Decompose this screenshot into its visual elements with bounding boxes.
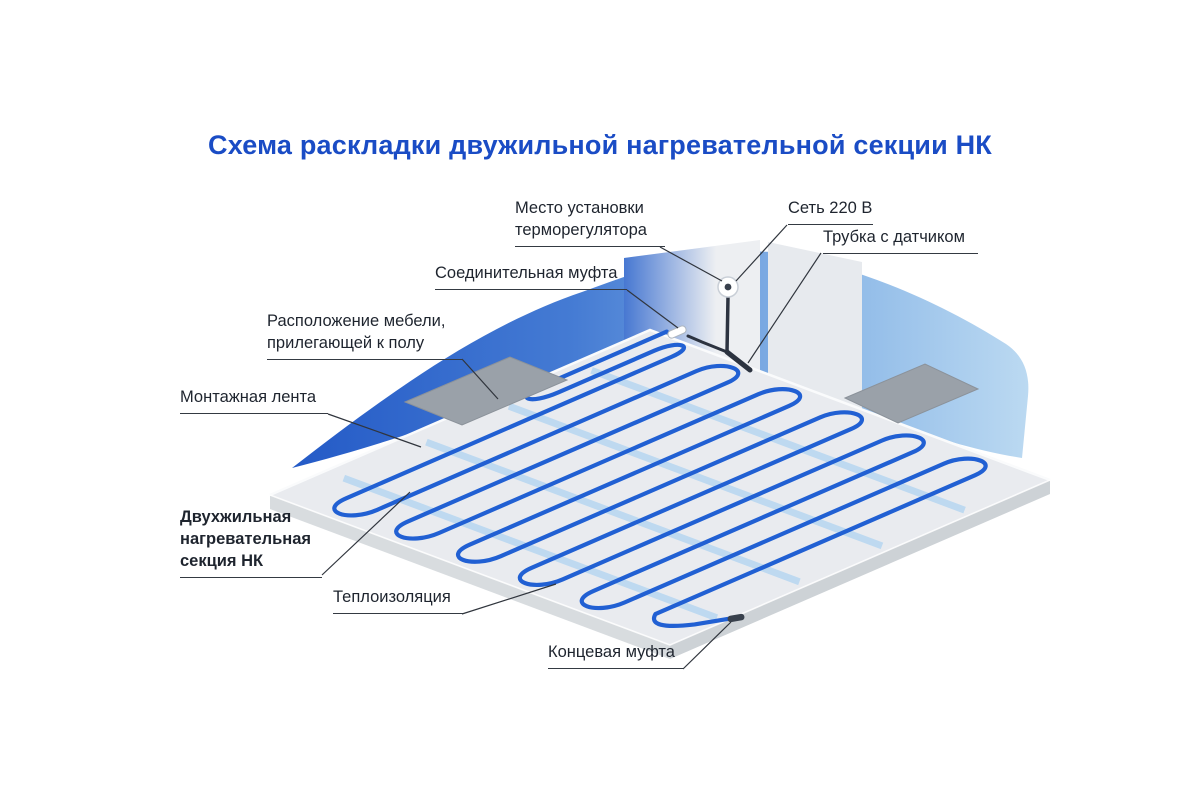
- leader-section: [321, 491, 411, 576]
- leader-lines: [321, 224, 822, 670]
- floor-edge-left: [270, 495, 670, 659]
- leader-thermostat-place: [659, 246, 723, 282]
- floor-highlight-front: [269, 479, 1051, 646]
- leader-sensor-tube: [747, 252, 822, 364]
- wall-panel-right: [768, 242, 862, 420]
- thermostat-dot: [724, 283, 732, 291]
- thermostat-cable: [725, 295, 730, 354]
- label-furniture: Расположение мебели, прилегающей к полу: [267, 310, 463, 361]
- leader-power: [735, 224, 788, 282]
- label-insulation: Теплоизоляция: [333, 586, 463, 615]
- label-tape: Монтажная лента: [180, 386, 328, 415]
- connection-coupling-icon: [667, 325, 687, 339]
- mounting-tape-stripe: [590, 367, 966, 514]
- power-lead: [686, 334, 729, 354]
- sensor-tube-icon: [724, 349, 753, 373]
- label-heating-section: Двухжильная нагревательная секция НК: [180, 506, 322, 579]
- leader-insulation: [461, 583, 557, 615]
- floor-edge-right: [670, 480, 1050, 659]
- furniture-zone-left: [403, 356, 569, 426]
- label-end-coupling: Концевая муфта: [548, 641, 684, 670]
- mounting-tape-stripe: [342, 474, 719, 622]
- heating-cable: [332, 329, 988, 628]
- leader-coupling: [626, 289, 679, 329]
- mounting-tape-stripe: [507, 402, 884, 550]
- leader-tape: [327, 413, 422, 448]
- leader-furniture: [461, 358, 499, 400]
- floor-highlight-top: [269, 328, 1051, 497]
- end-coupling-icon: [727, 613, 745, 623]
- label-thermostat-place: Место установки терморегулятора: [515, 197, 665, 248]
- leader-end-coupling: [682, 621, 732, 670]
- label-sensor-tube: Трубка с датчиком: [823, 226, 978, 255]
- label-power: Сеть 220 В: [788, 197, 873, 226]
- furniture-zone-right: [843, 363, 980, 424]
- mounting-tape-stripe: [425, 438, 801, 586]
- label-coupling: Соединительная муфта: [435, 262, 627, 291]
- page-title: Схема раскладки двужильной нагревательно…: [208, 130, 992, 160]
